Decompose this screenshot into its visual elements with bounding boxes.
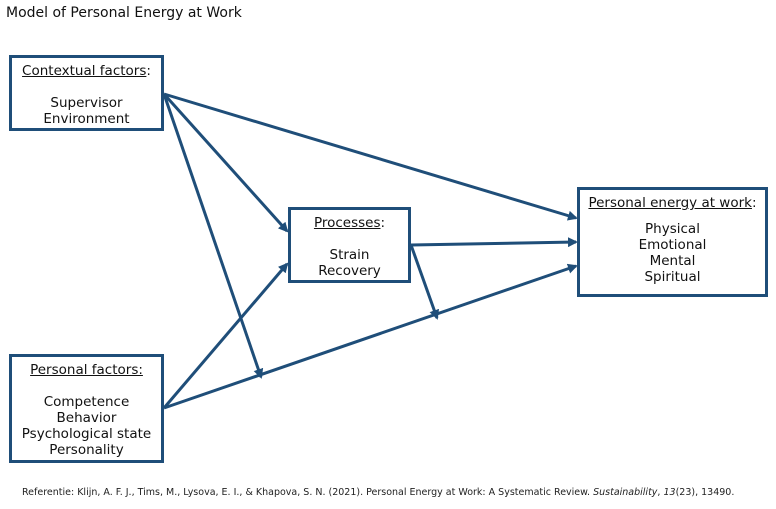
personal-energy-colon: : [751,195,757,211]
arrow-contextual-to-energy [163,92,578,221]
energy-item-physical: Physical [645,221,700,237]
reference-volume: 13 [663,487,676,498]
personal-item-competence: Competence [43,394,130,410]
personal-item-personality: Personality [49,442,124,458]
energy-item-mental: Mental [649,253,696,269]
diagram-title: Model of Personal Energy at Work [6,5,242,21]
processes-item-recovery: Recovery [318,263,381,279]
processes-colon: : [380,215,386,231]
arrow-contextual-to-processes [162,92,289,233]
personal-energy-box: Personal energy at work: Physical Emotio… [577,187,768,297]
reference-tail: (23), 13490. [675,487,735,498]
processes-heading: Processes [313,215,381,231]
arrow-contextual-to-personal-path [162,93,264,379]
arrow-processes-to-personal-path [409,244,440,320]
energy-item-spiritual: Spiritual [644,269,701,285]
personal-factors-heading: Personal factors: [30,362,143,378]
personal-item-behavior: Behavior [56,410,117,426]
arrow-processes-to-energy [410,237,578,248]
personal-energy-heading: Personal energy at work [588,195,752,211]
reference-text: Referentie: Klijn, A. F. J., Tims, M., L… [22,487,594,498]
contextual-item-supervisor: Supervisor [50,95,123,111]
contextual-factors-heading: Contextual factors [22,63,147,79]
processes-box: Processes: Strain Recovery [288,207,411,283]
personal-factors-box: Personal factors: Competence Behavior Ps… [9,354,164,463]
processes-item-strain: Strain [329,247,370,263]
reference-comma: , [657,487,664,498]
arrow-personal-to-processes [162,262,289,409]
reference-journal: Sustainability [593,487,658,498]
contextual-factors-colon: : [146,63,151,79]
reference-citation: Referentie: Klijn, A. F. J., Tims, M., L… [22,487,734,498]
arrow-personal-to-energy [163,263,578,410]
contextual-factors-box: Contextual factors: Supervisor Environme… [9,55,164,131]
energy-item-emotional: Emotional [638,237,707,253]
contextual-item-environment: Environment [43,111,130,127]
personal-item-psychological-state: Psychological state [21,426,152,442]
